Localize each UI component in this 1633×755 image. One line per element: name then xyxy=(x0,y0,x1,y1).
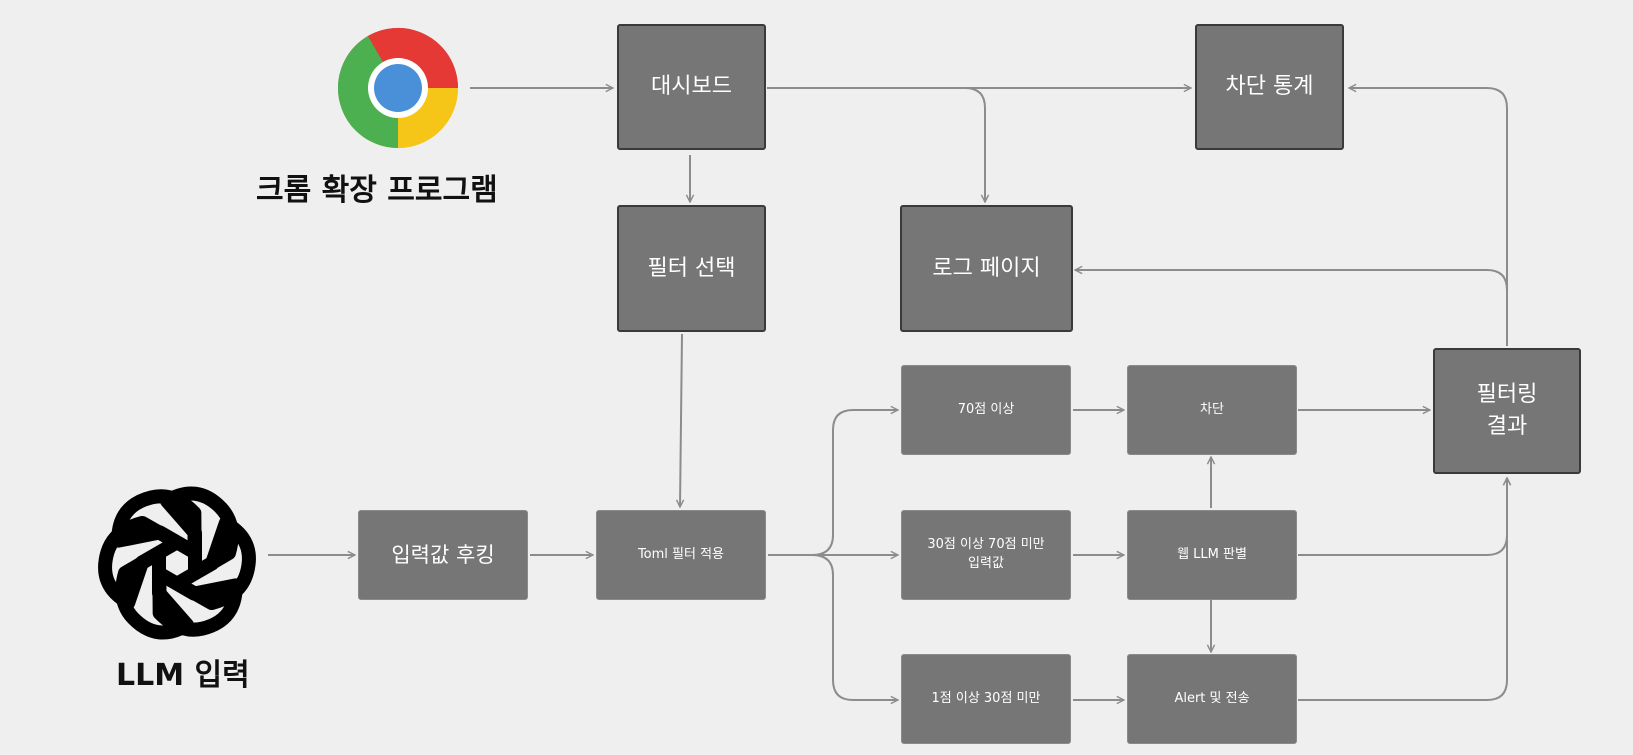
score-30-70-node: 30점 이상 70점 미만 입력값 xyxy=(901,510,1071,600)
arrow-dashboard-log-page xyxy=(964,87,985,202)
chrome-source xyxy=(320,18,470,168)
block-stats-node: 차단 통계 xyxy=(1195,24,1344,150)
llm-source xyxy=(92,478,262,648)
arrow-toml-score-low xyxy=(811,554,898,700)
filter-select-node: 필터 선택 xyxy=(617,205,766,332)
arrow-alert-filter-result xyxy=(1298,478,1507,701)
web-llm-node: 웹 LLM 판별 xyxy=(1127,510,1297,600)
chrome-icon xyxy=(337,27,459,149)
arrow-toml-score-high xyxy=(811,410,898,556)
score-1-30-node: 1점 이상 30점 미만 xyxy=(901,654,1071,744)
log-page-node: 로그 페이지 xyxy=(900,205,1073,332)
openai-icon xyxy=(98,486,256,640)
toml-filter-node: Toml 필터 적용 xyxy=(596,510,766,600)
chrome-extension-label: 크롬 확장 프로그램 xyxy=(256,173,498,208)
arrow-filter-select-toml xyxy=(680,333,682,507)
alert-send-node: Alert 및 전송 xyxy=(1127,654,1297,744)
filter-result-node: 필터링 결과 xyxy=(1433,348,1581,474)
arrow-web-llm-filter-result xyxy=(1298,478,1507,556)
score-70-plus-node: 70점 이상 xyxy=(901,365,1071,455)
block-node: 차단 xyxy=(1127,365,1297,455)
input-hook-node: 입력값 후킹 xyxy=(358,510,528,600)
arrow-filter-result-log-page xyxy=(1075,270,1508,291)
arrow-filter-result-block-stats xyxy=(1349,88,1508,346)
dashboard-node: 대시보드 xyxy=(617,24,766,150)
llm-input-label: LLM 입력 xyxy=(116,658,250,693)
